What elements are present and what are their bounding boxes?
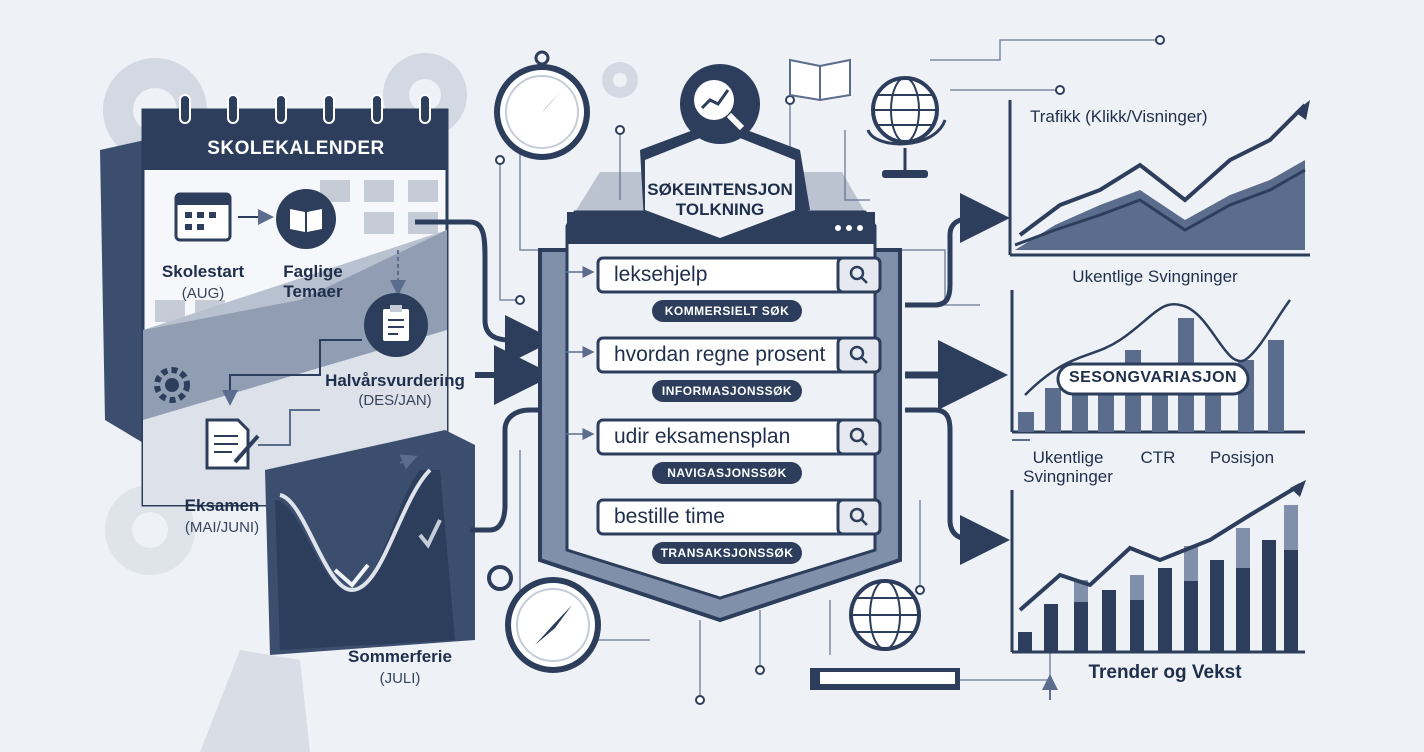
- calendar-title: SKOLEKALENDER: [207, 138, 385, 159]
- growth-chart-caption: Trender og Vekst: [1088, 662, 1242, 683]
- position-label: Posisjon: [1209, 448, 1275, 467]
- calendar-icon: [174, 192, 232, 242]
- query-prosent[interactable]: hvordan regne prosent: [614, 343, 826, 366]
- traffic-chart-title: Trafikk (Klikk/Visninger): [1030, 107, 1208, 126]
- skolestart-label: Skolestart: [161, 262, 245, 281]
- query-bestille-time[interactable]: bestille time: [614, 505, 725, 528]
- search-icon[interactable]: [836, 256, 882, 294]
- book-icon: [789, 58, 851, 102]
- faglige-line1: Faglige: [283, 262, 343, 281]
- halvar-sub: (DES/JAN): [358, 392, 432, 409]
- globe-icon: [810, 579, 960, 690]
- gear-icon: [154, 367, 190, 403]
- globe-icon: [866, 76, 947, 178]
- center-title-line2: TOLKNING: [675, 200, 765, 219]
- search-icon[interactable]: [836, 498, 882, 536]
- search-icon[interactable]: [836, 336, 882, 374]
- eksamen-label: Eksamen: [184, 496, 260, 515]
- summer-valley: [200, 430, 475, 752]
- query-leksehjelp[interactable]: leksehjelp: [614, 263, 708, 286]
- sommer-label: Sommerferie: [348, 647, 452, 666]
- gear-icon: [602, 62, 638, 98]
- compass-icon: [494, 50, 590, 160]
- sommer-sub: (JULI): [379, 670, 421, 687]
- traffic-chart-caption: Ukentlige Svingninger: [1072, 267, 1238, 286]
- eksamen-sub: (MAI/JUNI): [184, 519, 260, 536]
- halvar-label: Halvårsvurdering: [325, 371, 465, 390]
- clipboard-icon: [364, 293, 428, 357]
- intent-tag-navigational: NAVIGASJONSSØK: [652, 462, 802, 484]
- weekly-label-line2: Svingninger: [1023, 467, 1113, 486]
- magnifier-chart-icon: [680, 64, 760, 144]
- checkmark-icon: [418, 519, 442, 549]
- search-icon[interactable]: [836, 418, 882, 456]
- skolestart-sub: (AUG): [181, 285, 225, 302]
- document-icon: [205, 418, 260, 470]
- ctr-label: CTR: [1140, 448, 1176, 467]
- compass-icon: [487, 565, 601, 673]
- seasonality-chart: [1010, 290, 1305, 441]
- traffic-chart: [1008, 100, 1310, 257]
- growth-chart: [1010, 480, 1306, 654]
- intent-tag-transactional: TRANSAKSJONSSØK: [652, 542, 802, 564]
- intent-tag-commercial: KOMMERSIELT SØK: [652, 300, 802, 322]
- center-title-line1: SØKEINTENSJON: [647, 180, 793, 199]
- weekly-label-line1: Ukentlige: [1032, 448, 1104, 467]
- book-icon: [276, 189, 336, 249]
- query-eksamensplan[interactable]: udir eksamensplan: [614, 425, 791, 448]
- intent-tag-informational: INFORMASJONSSØK: [652, 380, 802, 402]
- faglige-line2: Temaer: [283, 282, 343, 301]
- gear-icon: [105, 485, 195, 575]
- seasonality-badge: SESONGVARIASJON: [1068, 369, 1238, 386]
